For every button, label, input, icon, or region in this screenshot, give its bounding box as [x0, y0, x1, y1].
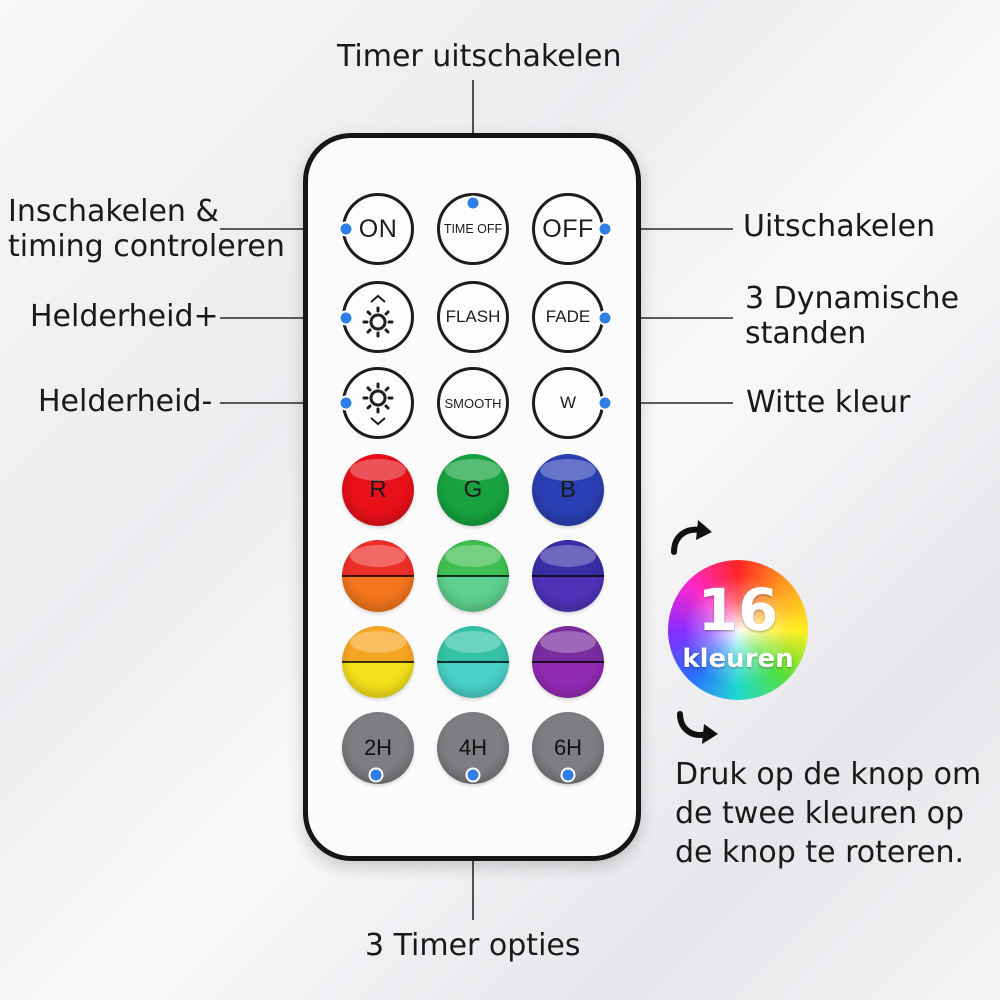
brightness-down-button[interactable]	[342, 367, 414, 439]
red-button[interactable]: R	[342, 454, 414, 526]
label-on-timing: Inschakelen & timing controleren	[8, 194, 285, 264]
callout-dot	[368, 767, 384, 783]
callout-dot	[560, 767, 576, 783]
indigo-button[interactable]	[532, 540, 604, 612]
rotate-arrow-icon	[677, 711, 718, 744]
label-brightness-up: Helderheid+	[30, 299, 219, 334]
amber-yellow-button[interactable]	[342, 626, 414, 698]
label-timer-off: Timer uitschakelen	[337, 39, 622, 74]
brightness-up-button[interactable]	[342, 281, 414, 353]
brightness-down-icon	[362, 382, 394, 426]
fade-button[interactable]: FADE	[532, 281, 604, 353]
label-rotate-hint: Druk op de knop om de twee kleuren op de…	[675, 757, 982, 870]
purple-button[interactable]	[532, 626, 604, 698]
label-dynamic-modes: 3 Dynamische standen	[745, 281, 960, 351]
callout-dot	[465, 767, 481, 783]
white-button[interactable]: W	[532, 367, 604, 439]
callout-dot	[465, 195, 481, 211]
callout-dot	[338, 310, 354, 326]
callout-dot	[338, 395, 354, 411]
smooth-button[interactable]: SMOOTH	[437, 367, 509, 439]
teal-button[interactable]	[437, 626, 509, 698]
red-orange-button[interactable]	[342, 540, 414, 612]
label-off: Uitschakelen	[743, 209, 936, 244]
colors-badge: 16 kleuren	[668, 560, 808, 700]
label-white: Witte kleur	[746, 385, 911, 420]
light-green-button[interactable]	[437, 540, 509, 612]
rotate-arrow-icon	[671, 520, 712, 555]
flash-button[interactable]: FLASH	[437, 281, 509, 353]
off-button[interactable]: OFF	[532, 193, 604, 265]
blue-button[interactable]: B	[532, 454, 604, 526]
timer-2h-button[interactable]: 2H	[342, 712, 414, 784]
callout-dot	[597, 221, 613, 237]
green-button[interactable]: G	[437, 454, 509, 526]
callout-dot	[338, 221, 354, 237]
callout-dot	[597, 395, 613, 411]
badge-word: kleuren	[682, 644, 794, 674]
badge-number: 16	[697, 576, 779, 644]
label-timer-options: 3 Timer opties	[365, 928, 581, 963]
brightness-up-icon	[362, 294, 394, 338]
label-brightness-down: Helderheid-	[38, 384, 213, 419]
callout-dot	[597, 310, 613, 326]
